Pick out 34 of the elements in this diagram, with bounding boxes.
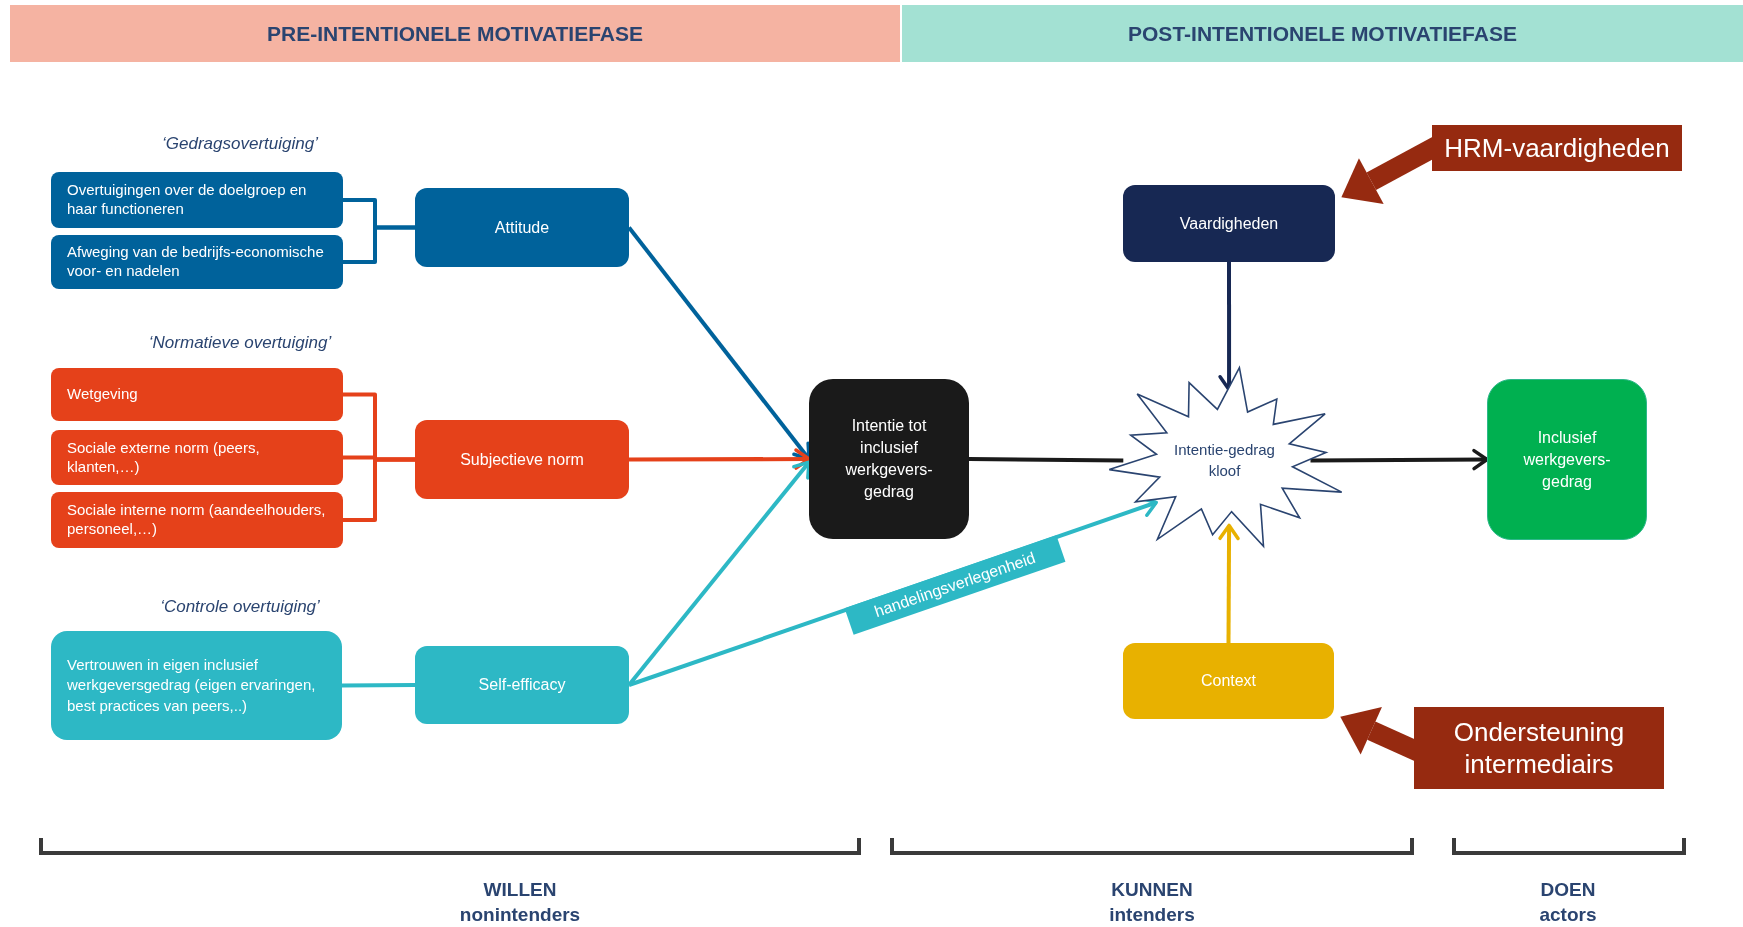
connector-line — [343, 457, 415, 522]
callout-box: Ondersteuning intermediairs — [1414, 707, 1664, 789]
group-heading: ‘Normatieve overtuiging’ — [147, 332, 333, 354]
intention-box: Intentie tot inclusief werkgevers-gedrag — [809, 379, 969, 539]
connector-line — [343, 225, 415, 264]
arrow — [629, 448, 811, 470]
arrow — [1218, 523, 1240, 643]
phase-sublabel: nonintenders — [458, 903, 582, 927]
phase-band: POST-INTENTIONELE MOTIVATIEFASE — [902, 5, 1743, 62]
arrow — [1310, 448, 1489, 471]
process-box: Context — [1123, 643, 1334, 719]
group-heading: ‘Gedragsovertuiging’ — [161, 133, 320, 155]
connector-line — [342, 683, 415, 688]
connector-line — [968, 457, 1124, 463]
phase-sublabel: intenders — [1108, 903, 1196, 927]
process-box: Vaardigheden — [1123, 185, 1335, 262]
group-heading: ‘Controle overtuiging’ — [159, 596, 321, 618]
node-label: Intentie-gedrag kloof — [1173, 439, 1276, 481]
process-box: Subjectieve norm — [415, 420, 629, 499]
phase-band: PRE-INTENTIONELE MOTIVATIEFASE — [10, 5, 900, 62]
callout-box: HRM-vaardigheden — [1432, 125, 1682, 171]
phase-label: KUNNEN — [1110, 878, 1194, 902]
outcome-box: Inclusief werkgevers-gedrag — [1487, 379, 1647, 540]
phase-sublabel: actors — [1538, 903, 1598, 927]
process-box: Attitude — [415, 188, 629, 267]
belief-box: Afweging van de bedrijfs-economische voor- en nadelen — [51, 235, 343, 289]
belief-box: Vertrouwen in eigen inclusief werkgeversgedrag (eigen ervaringen, best practices van peers,..) — [51, 631, 342, 740]
belief-box: Sociale interne norm (aandeelhouders, personeel,…) — [51, 492, 343, 548]
phase-label: WILLEN — [482, 878, 558, 902]
process-box: Self-efficacy — [415, 646, 629, 724]
belief-box: Wetgeving — [51, 368, 343, 421]
belief-box: Sociale externe norm (peers, klanten,…) — [51, 430, 343, 485]
phase-label: DOEN — [1539, 878, 1597, 902]
belief-box: Overtuigingen over de doelgroep en haar functioneren — [51, 172, 343, 228]
